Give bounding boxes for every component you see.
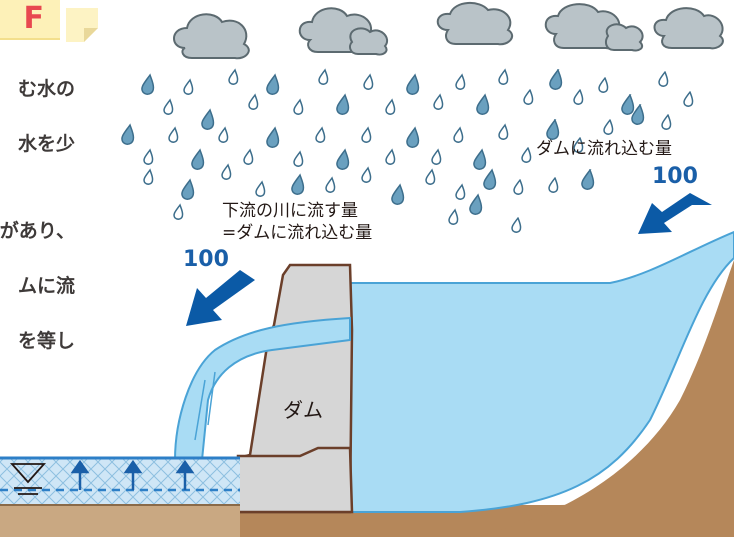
outflow-arrow: [186, 270, 255, 326]
side-text-line-2: 水を少: [17, 133, 75, 155]
raindrop-icon: [266, 126, 280, 148]
raindrop-icon: [433, 93, 444, 110]
raindrop-icon: [336, 148, 350, 170]
side-text-line-4: ムに流: [17, 275, 75, 297]
spillway-water: [173, 316, 351, 461]
raindrop-icon: [293, 150, 304, 167]
raindrop-icon: [163, 98, 174, 115]
dam-lower-step: [236, 446, 354, 514]
raindrop-icon: [121, 123, 135, 145]
raindrop-icon: [266, 73, 280, 95]
inflow-arrow: [638, 193, 712, 234]
raindrop-icon: [598, 76, 609, 93]
raindrop-icon: [546, 118, 560, 140]
raindrop-icon: [406, 73, 420, 95]
raindrop-icon: [143, 168, 154, 185]
raindrop-icon: [573, 136, 584, 153]
outflow-label-line-2: =ダムに流れ込む量: [222, 223, 373, 243]
raindrop-icon: [218, 126, 229, 143]
raindrop-icon: [658, 70, 669, 87]
raindrop-icon: [511, 216, 522, 233]
raindrop-icon: [315, 126, 326, 143]
raindrop-icon: [391, 183, 405, 205]
raindrop-icon: [228, 68, 239, 85]
raindrop-icon: [363, 73, 374, 90]
inflow-value: 100: [652, 164, 698, 189]
water-level-symbol-icon: [9, 463, 47, 495]
inflow-label: ダムに流れ込む量: [536, 139, 672, 159]
raindrop-icon: [248, 93, 259, 110]
raindrop-icon: [448, 208, 459, 225]
raindrop-icon: [549, 68, 563, 90]
raindrop-icon: [121, 68, 694, 233]
raindrop-icon: [291, 173, 305, 195]
raindrop-icon: [473, 148, 487, 170]
raindrop-icon: [455, 73, 466, 90]
cloud-icon: [173, 2, 724, 60]
raindrop-icon: [513, 178, 524, 195]
raindrop-icon: [221, 163, 232, 180]
raindrop-icon: [385, 148, 396, 165]
raindrop-icon: [255, 180, 266, 197]
raindrop-icon: [243, 148, 254, 165]
raindrop-icon: [548, 176, 559, 193]
raindrop-icon: [455, 183, 466, 200]
side-text-line-3: があり、: [0, 220, 75, 242]
raindrop-icon: [581, 168, 595, 190]
raindrop-icon: [361, 126, 372, 143]
raindrop-icon: [476, 93, 490, 115]
arrow-icon: [186, 193, 712, 326]
downstream-river: [0, 458, 240, 506]
rise-arrows: [70, 459, 195, 490]
raindrop-icon: [141, 73, 155, 95]
side-text-line-5: を等し: [17, 330, 75, 352]
raindrop-icon: [143, 148, 154, 165]
raindrop-icon: [661, 113, 672, 130]
raindrop-icon: [523, 88, 534, 105]
raindrop-icon: [181, 178, 195, 200]
raindrop-icon: [425, 168, 436, 185]
raindrop-icon: [603, 118, 614, 135]
raindrop-icon: [453, 126, 464, 143]
raindrop-icon: [406, 126, 420, 148]
hillside: [470, 260, 734, 537]
raindrop-icon: [325, 176, 336, 193]
note-corner-icon: [66, 8, 98, 42]
raindrop-icon: [621, 93, 635, 115]
raindrop-icon: [469, 193, 483, 215]
outflow-value: 100: [183, 247, 229, 272]
raindrop-icon: [361, 166, 372, 183]
raindrop-icon: [573, 88, 584, 105]
raindrop-icon: [431, 148, 442, 165]
section-tag: F: [0, 0, 60, 40]
raindrop-icon: [173, 203, 184, 220]
raindrop-icon: [191, 148, 205, 170]
raindrop-icon: [168, 126, 179, 143]
raindrop-icon: [385, 98, 396, 115]
raindrop-icon: [498, 123, 509, 140]
raindrop-icon: [183, 78, 194, 95]
raindrop-icon: [683, 90, 694, 107]
raindrop-icon: [201, 108, 215, 130]
reservoir: [349, 230, 734, 513]
raindrop-icon: [521, 146, 532, 163]
outflow-label-line-1: 下流の川に流す量: [222, 201, 358, 221]
raindrop-icon: [336, 93, 350, 115]
raindrop-icon: [483, 168, 497, 190]
raindrop-icon: [293, 98, 304, 115]
raindrop-icon: [498, 68, 509, 85]
raindrop-icon: [631, 103, 645, 125]
side-text-line-1: む水の: [17, 78, 75, 100]
raindrop-icon: [318, 68, 329, 85]
section-tag-letter: F: [23, 1, 45, 36]
dam-label: ダム: [283, 398, 323, 422]
